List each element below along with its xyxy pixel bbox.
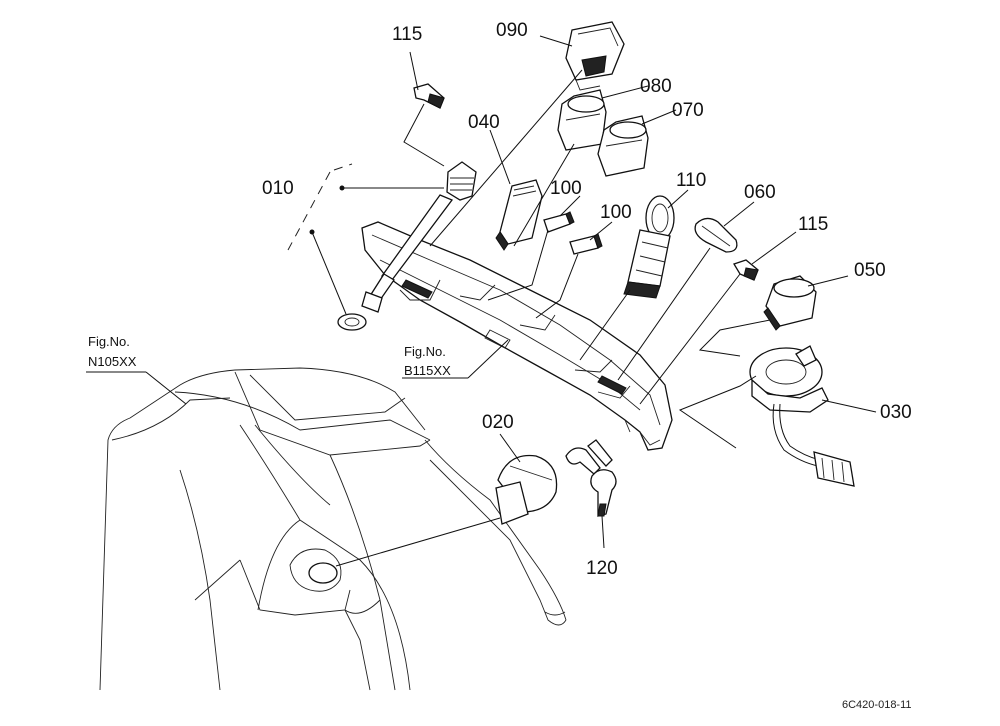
part-labels: 115 090 080 070 040 010 100 100 110 060 … bbox=[262, 20, 912, 579]
label-115b: 115 bbox=[798, 214, 828, 235]
part-050-switch bbox=[763, 275, 817, 331]
part-030-switch-harness bbox=[749, 345, 855, 487]
part-115-clip-b bbox=[733, 259, 759, 281]
figure-reference-line1: Fig.No. bbox=[88, 334, 130, 349]
label-070: 070 bbox=[672, 100, 704, 121]
part-100-plug-a bbox=[543, 211, 575, 233]
part-115-clip-a bbox=[413, 83, 445, 109]
leader-lines bbox=[145, 35, 877, 567]
figure-reference-line2: B115XX bbox=[404, 363, 451, 378]
diagram-code: 6C420-018-11 bbox=[842, 699, 912, 711]
part-120-keys bbox=[565, 439, 617, 517]
figure-reference-b115xx: Fig.No. B115XX bbox=[402, 344, 468, 379]
figure-reference-line2: N105XX bbox=[88, 354, 137, 369]
part-010-group-bracket bbox=[287, 163, 353, 251]
label-020: 020 bbox=[482, 412, 514, 433]
label-100a: 100 bbox=[550, 178, 582, 199]
label-090: 090 bbox=[496, 20, 528, 41]
label-080: 080 bbox=[640, 76, 672, 97]
label-040: 040 bbox=[468, 112, 500, 133]
figure-reference-line1: Fig.No. bbox=[404, 344, 446, 359]
part-070-switch bbox=[597, 115, 649, 177]
label-060: 060 bbox=[744, 182, 776, 203]
part-010-shaft bbox=[337, 161, 477, 331]
part-020-key-switch bbox=[495, 454, 558, 525]
label-110: 110 bbox=[676, 170, 706, 191]
part-100-plug-b bbox=[569, 233, 603, 255]
label-120: 120 bbox=[586, 558, 618, 579]
label-050: 050 bbox=[854, 260, 886, 281]
label-100b: 100 bbox=[600, 202, 632, 223]
label-115a: 115 bbox=[392, 24, 422, 45]
part-090-switch bbox=[565, 21, 625, 91]
part-080-switch bbox=[557, 89, 607, 151]
dashboard-panel bbox=[99, 367, 567, 691]
instrument-bracket bbox=[361, 221, 673, 451]
label-010: 010 bbox=[262, 178, 294, 199]
label-030: 030 bbox=[880, 402, 912, 423]
figure-reference-n105xx: Fig.No. N105XX bbox=[86, 334, 146, 373]
part-110-socket bbox=[623, 195, 675, 299]
part-040-switch bbox=[495, 179, 543, 251]
part-060-gasket bbox=[694, 217, 738, 253]
